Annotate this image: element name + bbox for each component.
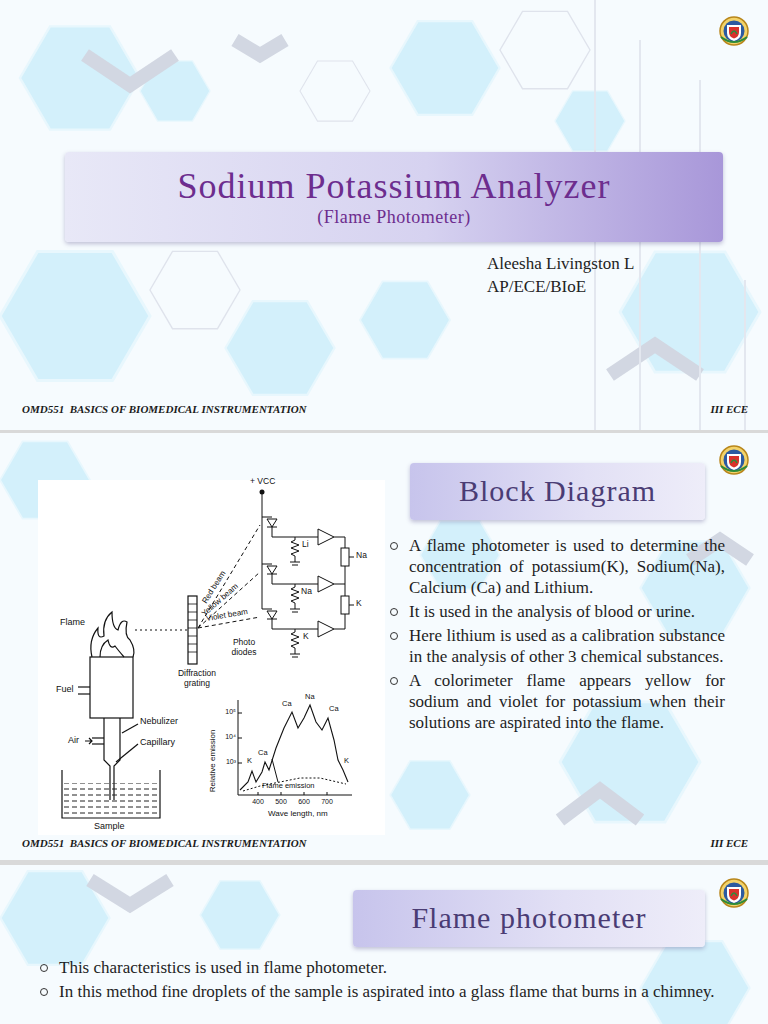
slide-subtitle: (Flame Photometer) bbox=[317, 207, 470, 228]
supply-label: + VCC bbox=[250, 477, 275, 487]
heading-band: Flame photometer bbox=[353, 890, 705, 947]
peak-label: Na bbox=[305, 693, 315, 702]
bullet-text: This characteristics is used in flame ph… bbox=[59, 957, 728, 978]
footer-course: OMD551 BASICS OF BIOMEDICAL INSTRUMENTAT… bbox=[22, 837, 307, 850]
author-name: Aleesha Livingston L bbox=[487, 254, 634, 274]
part-label: Flame bbox=[60, 617, 85, 627]
output-label: K bbox=[356, 599, 362, 609]
axis-title: Wave length, nm bbox=[268, 809, 328, 818]
axis-tick: 700 bbox=[317, 798, 337, 806]
axis-title: Relative emission bbox=[208, 729, 217, 792]
bullet-marker bbox=[390, 632, 398, 640]
part-label: Diffraction grating bbox=[168, 669, 226, 689]
bullet-text: A flame photometer is used to determine … bbox=[409, 535, 725, 598]
bullet-item: Here lithium is used as a calibration su… bbox=[390, 625, 725, 667]
axis-tick: 600 bbox=[294, 798, 314, 806]
bullet-text: It is used in the analysis of blood or u… bbox=[409, 601, 725, 622]
bullet-marker bbox=[40, 964, 48, 972]
title-band: Sodium Potassium Analyzer(Flame Photomet… bbox=[65, 152, 723, 242]
part-label: Photo diodes bbox=[226, 638, 262, 658]
peak-label: K bbox=[344, 757, 349, 766]
bullet-item: It is used in the analysis of blood or u… bbox=[390, 601, 725, 622]
bullet-text: In this method fine droplets of the samp… bbox=[59, 981, 728, 1002]
author-title: AP/ECE/BIoE bbox=[487, 277, 586, 297]
bullet-marker bbox=[390, 677, 398, 685]
slide-title: Sodium Potassium Analyzer bbox=[178, 166, 611, 207]
peak-label: K bbox=[247, 757, 252, 766]
axis-tick: 10³ bbox=[220, 758, 236, 766]
section-heading: Block Diagram bbox=[459, 474, 656, 509]
bullet-list: A flame photometer is used to determine … bbox=[390, 535, 725, 736]
part-label: Sample bbox=[94, 821, 125, 831]
bullet-item: This characteristics is used in flame ph… bbox=[40, 957, 728, 978]
part-label: Nebulizer bbox=[140, 716, 178, 726]
peak-label: Ca bbox=[258, 749, 268, 758]
bullet-text: Here lithium is used as a calibration su… bbox=[409, 625, 725, 667]
output-label: Na bbox=[356, 551, 367, 561]
bullet-text: A colorimeter flame appears yellow for s… bbox=[409, 670, 725, 733]
bullet-item: In this method fine droplets of the samp… bbox=[40, 981, 728, 1002]
channel-label: Li bbox=[302, 540, 309, 550]
axis-tick: 500 bbox=[271, 798, 291, 806]
bullet-marker bbox=[390, 608, 398, 616]
footer-course: OMD551 BASICS OF BIOMEDICAL INSTRUMENTAT… bbox=[22, 403, 307, 416]
bullet-item: A colorimeter flame appears yellow for s… bbox=[390, 670, 725, 733]
part-label: Capillary bbox=[140, 737, 175, 747]
curve-label: Flame emission bbox=[262, 782, 315, 791]
peak-label: Ca bbox=[329, 705, 339, 714]
bullet-item: A flame photometer is used to determine … bbox=[390, 535, 725, 598]
flame-photometer-illustration bbox=[38, 480, 385, 835]
peak-label: Ca bbox=[282, 700, 292, 709]
bullet-list: This characteristics is used in flame ph… bbox=[40, 957, 728, 1005]
heading-band: Block Diagram bbox=[410, 463, 705, 520]
bullet-marker bbox=[390, 542, 398, 550]
bullet-marker bbox=[40, 988, 48, 996]
axis-tick: 400 bbox=[248, 798, 268, 806]
footer-class: III ECE bbox=[690, 837, 748, 850]
channel-label: Na bbox=[301, 587, 312, 597]
part-label: Fuel bbox=[56, 684, 74, 694]
axis-tick: 10⁵ bbox=[220, 708, 236, 716]
axis-tick: 10⁴ bbox=[220, 733, 236, 741]
part-label: Air bbox=[68, 735, 79, 745]
channel-label: K bbox=[303, 632, 309, 642]
section-heading: Flame photometer bbox=[411, 901, 646, 936]
footer-class: III ECE bbox=[690, 403, 748, 416]
